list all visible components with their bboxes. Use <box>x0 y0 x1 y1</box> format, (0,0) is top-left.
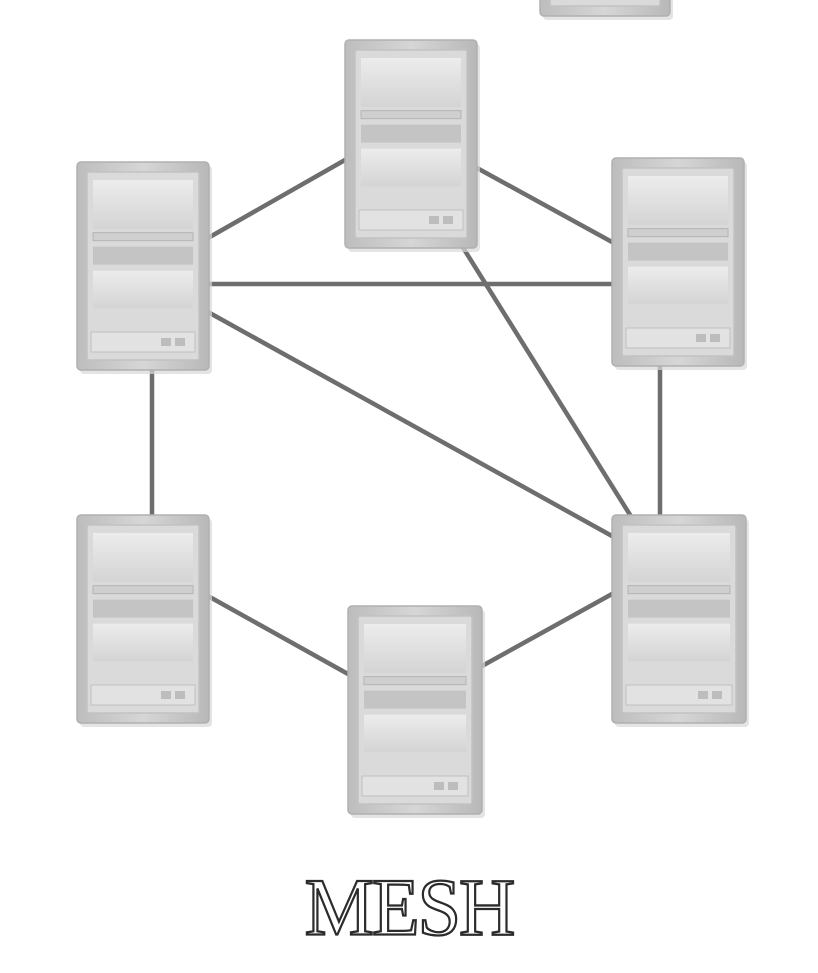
server-upper-right-server-tower-icon <box>611 157 747 370</box>
link-upper-left-to-lower-right <box>205 309 615 539</box>
link-top-to-lower-right <box>459 243 635 521</box>
link-lower-left-to-bottom <box>205 593 351 677</box>
server-partial-top-server-tower-icon <box>539 0 673 20</box>
link-bottom-to-lower-right <box>479 591 615 669</box>
server-bottom-server-tower-icon <box>347 605 485 818</box>
link-top-to-upper-right <box>474 165 615 245</box>
links-layer <box>149 157 663 677</box>
server-lower-right-server-tower-icon <box>611 514 749 727</box>
server-upper-left-server-tower-icon <box>76 161 212 374</box>
nodes-layer <box>76 0 749 818</box>
diagram-caption: MESH <box>304 860 517 954</box>
server-lower-left-server-tower-icon <box>76 514 212 727</box>
link-upper-left-to-top <box>205 157 348 241</box>
server-top-server-tower-icon <box>344 39 480 252</box>
